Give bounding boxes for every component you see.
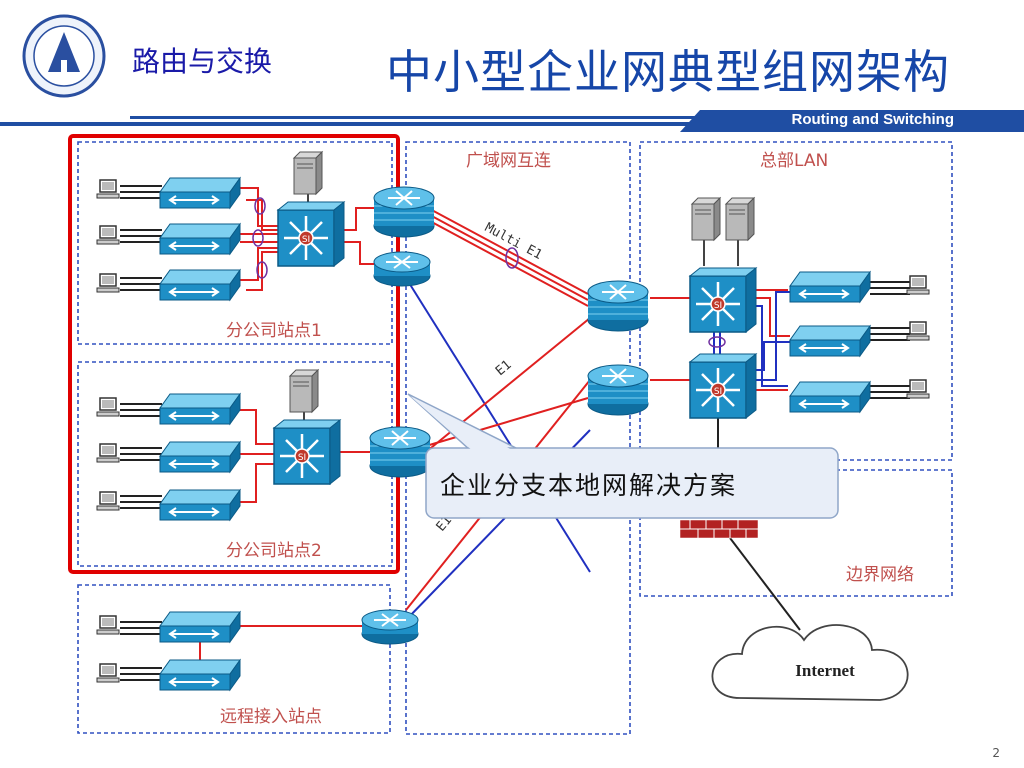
links-remote (120, 621, 362, 681)
university-logo (22, 14, 106, 98)
slide-title: 中小型企业网典型组网架构 (386, 45, 950, 99)
branch-highlight-box (68, 134, 400, 574)
zone-label-branch1: 分公司站点1 (226, 321, 322, 341)
header-bar (0, 110, 1024, 132)
callout-text: 企业分支本地网解决方案 (440, 471, 738, 500)
zone-label-branch2: 分公司站点2 (226, 541, 322, 561)
internet-label: Internet (795, 661, 855, 680)
zone-label-wan: 广域网互连 (466, 151, 551, 171)
network-diagram: SI 分公司站点1 分公司站点2 (68, 134, 953, 735)
internet-cloud: Internet (711, 624, 909, 701)
pc-group (96, 179, 930, 683)
course-title: 路由与交换 (132, 45, 273, 78)
page-number: 2 (992, 746, 1000, 760)
links-branch2 (120, 403, 370, 509)
zone-label-edge: 边界网络 (846, 565, 914, 585)
link-label-e1: E1 (493, 358, 515, 380)
firewall (679, 519, 759, 539)
english-subtitle: Routing and Switching (791, 111, 954, 128)
zone-label-remote: 远程接入站点 (220, 707, 322, 727)
callout-bubble (407, 393, 839, 519)
zone-label-hq: 总部LAN (760, 151, 828, 171)
links-branch1 (120, 185, 374, 291)
